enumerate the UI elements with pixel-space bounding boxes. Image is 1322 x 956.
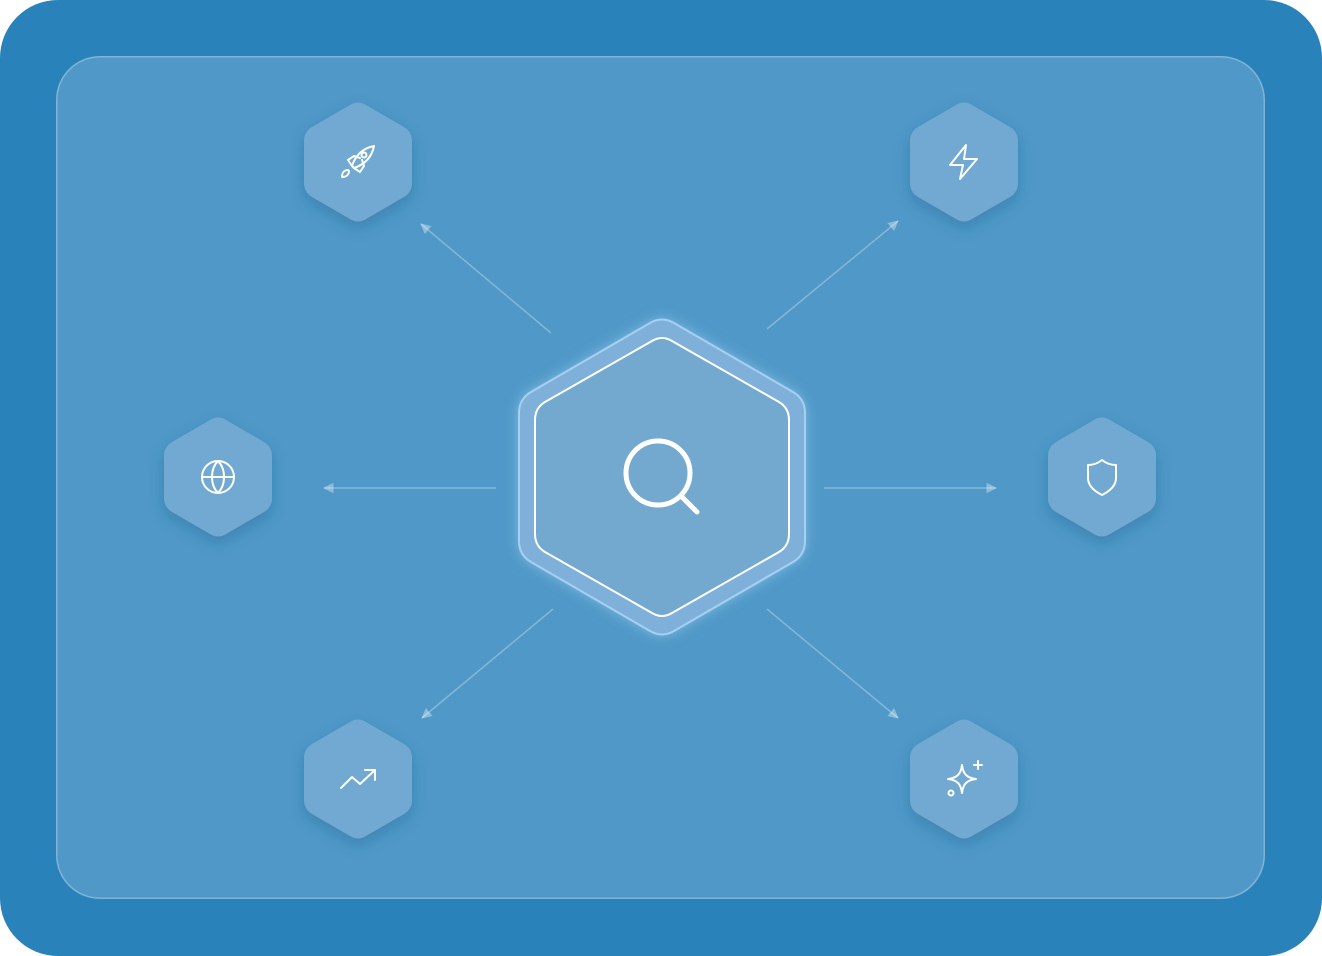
node-hexagon	[910, 719, 1018, 839]
search-icon	[623, 438, 700, 515]
shield-icon	[1087, 459, 1117, 496]
connector-top-right	[766, 220, 899, 330]
connectors	[322, 220, 998, 719]
node-hexagon	[304, 102, 412, 222]
node-bottom-right[interactable]	[910, 719, 1018, 839]
node-top-right[interactable]	[910, 102, 1018, 222]
lightning-icon	[949, 144, 978, 180]
sparkles-icon	[947, 760, 983, 797]
node-hexagon	[910, 102, 1018, 222]
node-hexagon	[1048, 417, 1156, 537]
connector-bottom-left	[421, 608, 554, 719]
connector-bottom-right	[766, 608, 899, 719]
node-hexagon	[304, 719, 412, 839]
globe-icon	[201, 460, 235, 494]
connector-top-left	[420, 223, 552, 334]
node-bottom-left[interactable]	[304, 719, 412, 839]
hub-node[interactable]	[518, 318, 806, 636]
node-middle-left[interactable]	[164, 417, 272, 537]
node-top-left[interactable]	[304, 102, 412, 222]
trending-up-icon	[340, 769, 376, 789]
rocket-icon	[341, 145, 375, 178]
hub-inner-hexagon	[534, 337, 790, 617]
node-middle-right[interactable]	[1048, 417, 1156, 537]
